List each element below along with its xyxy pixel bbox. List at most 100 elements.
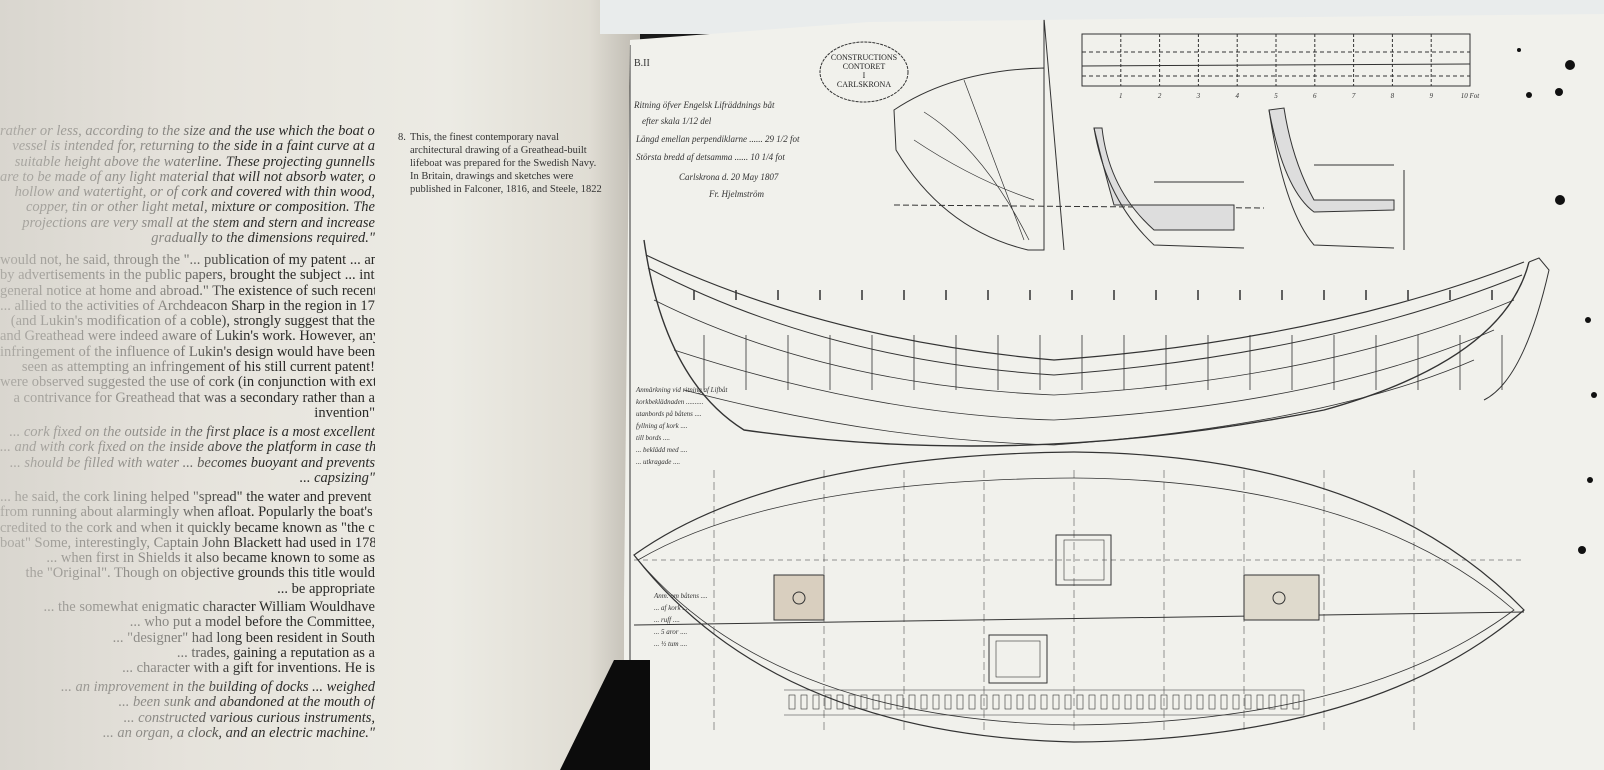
- text-line: gradually to the dimensions required.": [151, 231, 375, 247]
- handwritten-side-note: till bords ....: [636, 434, 670, 442]
- handwritten-side-note: utanbords på båtens ....: [636, 410, 702, 418]
- text-line: credited to the cork and when it quickly…: [0, 520, 375, 536]
- cross-section-outline: [1268, 109, 1395, 249]
- platform-slat: [812, 694, 820, 710]
- text-line: suitable height above the waterline. The…: [14, 154, 375, 170]
- handwritten-lower-note: ... ruff ....: [654, 616, 680, 624]
- text-line: ... who put a model before the Committee…: [129, 615, 375, 631]
- stem-line: [1043, 17, 1065, 251]
- handwritten-side-note: korkbeklädnaden ..........: [636, 398, 704, 406]
- cross-section-outline: [1093, 127, 1245, 249]
- platform-slat: [896, 694, 904, 710]
- left-page: rather or less, according to the size an…: [0, 0, 640, 770]
- platform-slat: [1184, 694, 1192, 710]
- platform-slat: [1112, 694, 1120, 710]
- text-line: seen as attempting an infringement of hi…: [21, 360, 375, 376]
- handwritten-title-note: Fr. Hjelmström: [708, 189, 765, 199]
- scale-label: 10 Fot: [1461, 92, 1481, 100]
- text-line: a contrivance for Greathead that was a s…: [13, 390, 375, 406]
- platform-slat: [800, 694, 808, 710]
- platform-slat: [1292, 694, 1300, 710]
- handwritten-side-note: ... utkragade ....: [636, 458, 680, 466]
- platform-slat: [1088, 694, 1096, 710]
- hatch-inner: [995, 640, 1041, 678]
- text-line: ... an improvement in the building of do…: [61, 680, 375, 695]
- text-line: ... should be filled with water ... beco…: [9, 455, 375, 471]
- body-paragraph: would not, he said, through the "... pub…: [0, 253, 375, 421]
- thwart-box: [773, 574, 825, 621]
- text-line: ... character with a gift for inventions…: [122, 661, 375, 677]
- platform-slat: [1100, 694, 1108, 710]
- handwritten-lower-note: ... ½ tum ....: [654, 640, 688, 648]
- scale-label: 9: [1429, 92, 1433, 100]
- body-paragraph: ... an improvement in the building of do…: [0, 680, 375, 741]
- platform-slat: [848, 694, 856, 710]
- strake-line: [653, 299, 1515, 396]
- text-line: from running about alarmingly when afloa…: [0, 505, 375, 521]
- platform-slat: [932, 694, 940, 710]
- platform-slat: [836, 694, 844, 710]
- hatch-inner: [1063, 539, 1105, 581]
- handwritten-title-note: Carlskrona d. 20 May 1807: [679, 172, 779, 182]
- scale-label: 8: [1391, 92, 1395, 100]
- caption-line: In Britain, drawings and sketches were: [410, 171, 574, 182]
- thwart-hole: [1272, 591, 1286, 605]
- ink-blots: [1517, 48, 1597, 554]
- platform-slat: [1268, 694, 1276, 710]
- scale-label: 7: [1352, 92, 1356, 100]
- platform-slat: [1136, 694, 1144, 710]
- body-paragraph: ... the somewhat enigmatic character Wil…: [0, 600, 375, 676]
- handwritten-side-note: fyllning af kork ....: [636, 422, 688, 430]
- strake-line: [673, 329, 1495, 421]
- platform-slat: [1004, 694, 1012, 710]
- thwart-box: [1243, 574, 1320, 621]
- platform-slat: [1076, 694, 1084, 710]
- gunwale-line: [645, 254, 1525, 361]
- text-line: ... "designer" had long been resident in…: [112, 630, 375, 646]
- platform-slat: [908, 694, 916, 710]
- handwritten-side-note: ... beklädd med ....: [636, 446, 688, 454]
- text-line: ... trades, gaining a reputation as a: [176, 645, 375, 661]
- text-line: ... been sunk and abandoned at the mouth…: [118, 695, 375, 711]
- body-paragraph: ... cork fixed on the outside in the fir…: [0, 425, 375, 486]
- platform-slat: [1208, 694, 1216, 710]
- text-line: ... the somewhat enigmatic character Wil…: [43, 600, 375, 615]
- text-line: vessel is intended for, returning to the…: [12, 139, 375, 155]
- platform-slat: [944, 694, 952, 710]
- platform: [784, 689, 1305, 716]
- caption-line: published in Falconer, 1816, and Steele,…: [410, 184, 602, 195]
- body-paragraph: ... he said, the cork lining helped "spr…: [0, 490, 375, 597]
- handwritten-lower-note: Anm. om båtens ....: [653, 592, 708, 600]
- stamp-text: CONTORET: [843, 62, 886, 71]
- platform-slat: [1244, 694, 1252, 710]
- text-line: infringement of the influence of Lukin's…: [0, 344, 375, 360]
- text-line: and Greathead were indeed aware of Lukin…: [0, 329, 375, 345]
- stamp-text: CARLSKRONA: [837, 80, 891, 89]
- platform-slat: [1256, 694, 1264, 710]
- hull-profile-outline: [643, 239, 1530, 447]
- text-line: copper, tin or other light metal, mixtur…: [25, 200, 375, 216]
- scale-label: 4: [1235, 92, 1239, 100]
- handwritten-lower-note: ... af kork ....: [654, 604, 690, 612]
- platform-slat: [1028, 694, 1036, 710]
- hatch: [988, 634, 1048, 684]
- cross-section-2: [1268, 107, 1395, 213]
- text-line: ... allied to the activities of Archdeac…: [0, 298, 375, 314]
- text-line: ... an organ, a clock, and an electric m…: [102, 725, 375, 741]
- text-line: ... constructed various curious instrume…: [123, 710, 375, 726]
- platform-slat: [920, 694, 928, 710]
- caption-number: 8.: [398, 132, 406, 143]
- platform-slat: [1052, 694, 1060, 710]
- scale-label: 5: [1274, 92, 1278, 100]
- text-line: ... when first in Shields it also became…: [46, 551, 375, 567]
- text-line: general notice at home and abroad." The …: [0, 283, 375, 299]
- caption-line: architectural drawing of a Greathead-bui…: [410, 145, 587, 156]
- text-line: are to be made of any light material tha…: [0, 169, 375, 185]
- text-line: hollow and watertight, or of cork and co…: [14, 185, 375, 201]
- scale-label: 2: [1158, 92, 1162, 100]
- gunwale-line: [647, 267, 1523, 376]
